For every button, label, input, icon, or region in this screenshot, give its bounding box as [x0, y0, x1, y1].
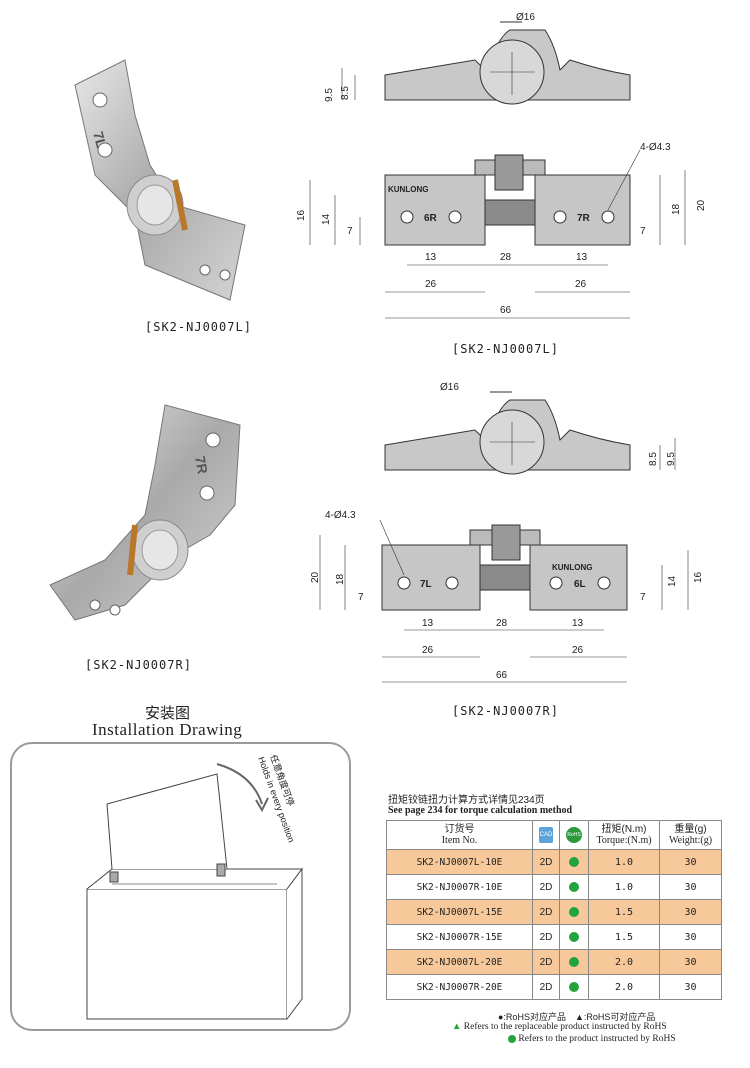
dim-holes: 4-Ø4.3	[640, 142, 671, 153]
installation-title-en: Installation Drawing	[92, 720, 243, 739]
dim-28: 28	[500, 252, 512, 263]
dim-20: 20	[696, 199, 707, 211]
torque-note-en: See page 234 for torque calculation meth…	[388, 805, 573, 816]
rohs-icon: RoHS	[566, 827, 582, 843]
dim-7-r: 7	[358, 592, 364, 603]
left-leaf-mark: 6R	[424, 213, 438, 224]
dim-16: 16	[296, 209, 307, 221]
dim-26a-r: 26	[422, 645, 434, 656]
dim-9-5: 9.5	[324, 88, 335, 102]
installation-illustration: 任意角度可停 Holds in every position	[86, 753, 303, 1020]
rohs-dot-icon	[569, 856, 579, 867]
legend-en1: ▲ Refers to the replaceable product inst…	[452, 1022, 667, 1032]
col-weight: 重量(g)Weight:(g)	[659, 820, 722, 850]
dim-13b: 13	[576, 252, 588, 263]
rohs-dot-icon	[569, 981, 579, 992]
installation-frame: 任意角度可停 Holds in every position	[10, 742, 351, 1031]
brand-label-r: KUNLONG	[552, 563, 592, 572]
dim-holes-r: 4-Ø4.3	[325, 510, 356, 521]
dim-28-r: 28	[496, 618, 508, 629]
dim-14: 14	[321, 213, 332, 225]
technical-drawing-right: Ø16 8.5 9.5 KUNLONG 7L 6L 4-Ø4.3 20 18 7…	[310, 382, 704, 683]
dim-9-5-r: 9.5	[666, 452, 677, 466]
installation-title-cn: 安装图	[145, 705, 191, 722]
dim-dia16: Ø16	[516, 12, 535, 23]
rohs-dot-icon	[569, 881, 579, 892]
hinge-photo-right: 7R	[49, 404, 241, 621]
hinge-photo-left: 7L	[74, 59, 246, 301]
rohs-dot-icon	[569, 931, 579, 942]
dim-7b: 7	[640, 226, 646, 237]
col-rohs: RoHS	[559, 820, 589, 850]
dim-20-r: 20	[310, 571, 321, 583]
legend-cn: ●:RoHS对应产品 ▲:RoHS可对应产品	[498, 1012, 656, 1022]
right-leaf-mark: 7R	[577, 213, 591, 224]
dim-13a: 13	[425, 252, 437, 263]
dim-8-5: 8.5	[340, 86, 351, 100]
dim-7b-r: 7	[640, 592, 646, 603]
dim-66: 66	[500, 305, 512, 316]
dim-26a: 26	[425, 279, 437, 290]
col-torque: 扭矩(N.m)Torque:(N.m)	[588, 820, 660, 850]
drawing-caption-left: [SK2-NJ0007L]	[452, 342, 559, 356]
dim-13a-r: 13	[422, 618, 434, 629]
photo-caption-right: [SK2-NJ0007R]	[85, 658, 192, 672]
dim-8-5-r: 8.5	[648, 452, 659, 466]
technical-drawing-left: Ø16 9.5 8.5 KUNLONG 6R 7R 4-Ø4.3 16 14 7…	[296, 12, 707, 319]
hinge-mark-r: 7R	[192, 455, 211, 475]
brand-label: KUNLONG	[388, 185, 428, 194]
photo-caption-left: [SK2-NJ0007L]	[145, 320, 252, 334]
dim-16-r: 16	[693, 571, 704, 583]
rohs-dot-icon	[569, 956, 579, 967]
cad-icon: CAD	[539, 827, 553, 843]
dim-18: 18	[671, 203, 682, 215]
col-cad: CAD	[532, 820, 560, 850]
dim-7: 7	[347, 226, 353, 237]
dim-dia16-r: Ø16	[440, 382, 459, 393]
dim-13b-r: 13	[572, 618, 584, 629]
legend-en2: Refers to the product instructed by RoHS	[508, 1034, 676, 1044]
hinge-mark: 7L	[90, 130, 110, 150]
circle-icon	[508, 1034, 516, 1043]
left-leaf-mark-r: 7L	[420, 579, 432, 590]
dim-66-r: 66	[496, 670, 508, 681]
dim-14-r: 14	[667, 575, 678, 587]
right-leaf-mark-r: 6L	[574, 579, 586, 590]
drawing-caption-right: [SK2-NJ0007R]	[452, 704, 559, 718]
triangle-icon: ▲	[452, 1022, 462, 1032]
torque-note-cn: 扭矩铰链扭力计算方式详情见234页	[388, 795, 545, 806]
dim-18-r: 18	[335, 573, 346, 585]
dim-26b-r: 26	[572, 645, 584, 656]
dim-26b: 26	[575, 279, 587, 290]
rohs-dot-icon	[569, 906, 579, 917]
